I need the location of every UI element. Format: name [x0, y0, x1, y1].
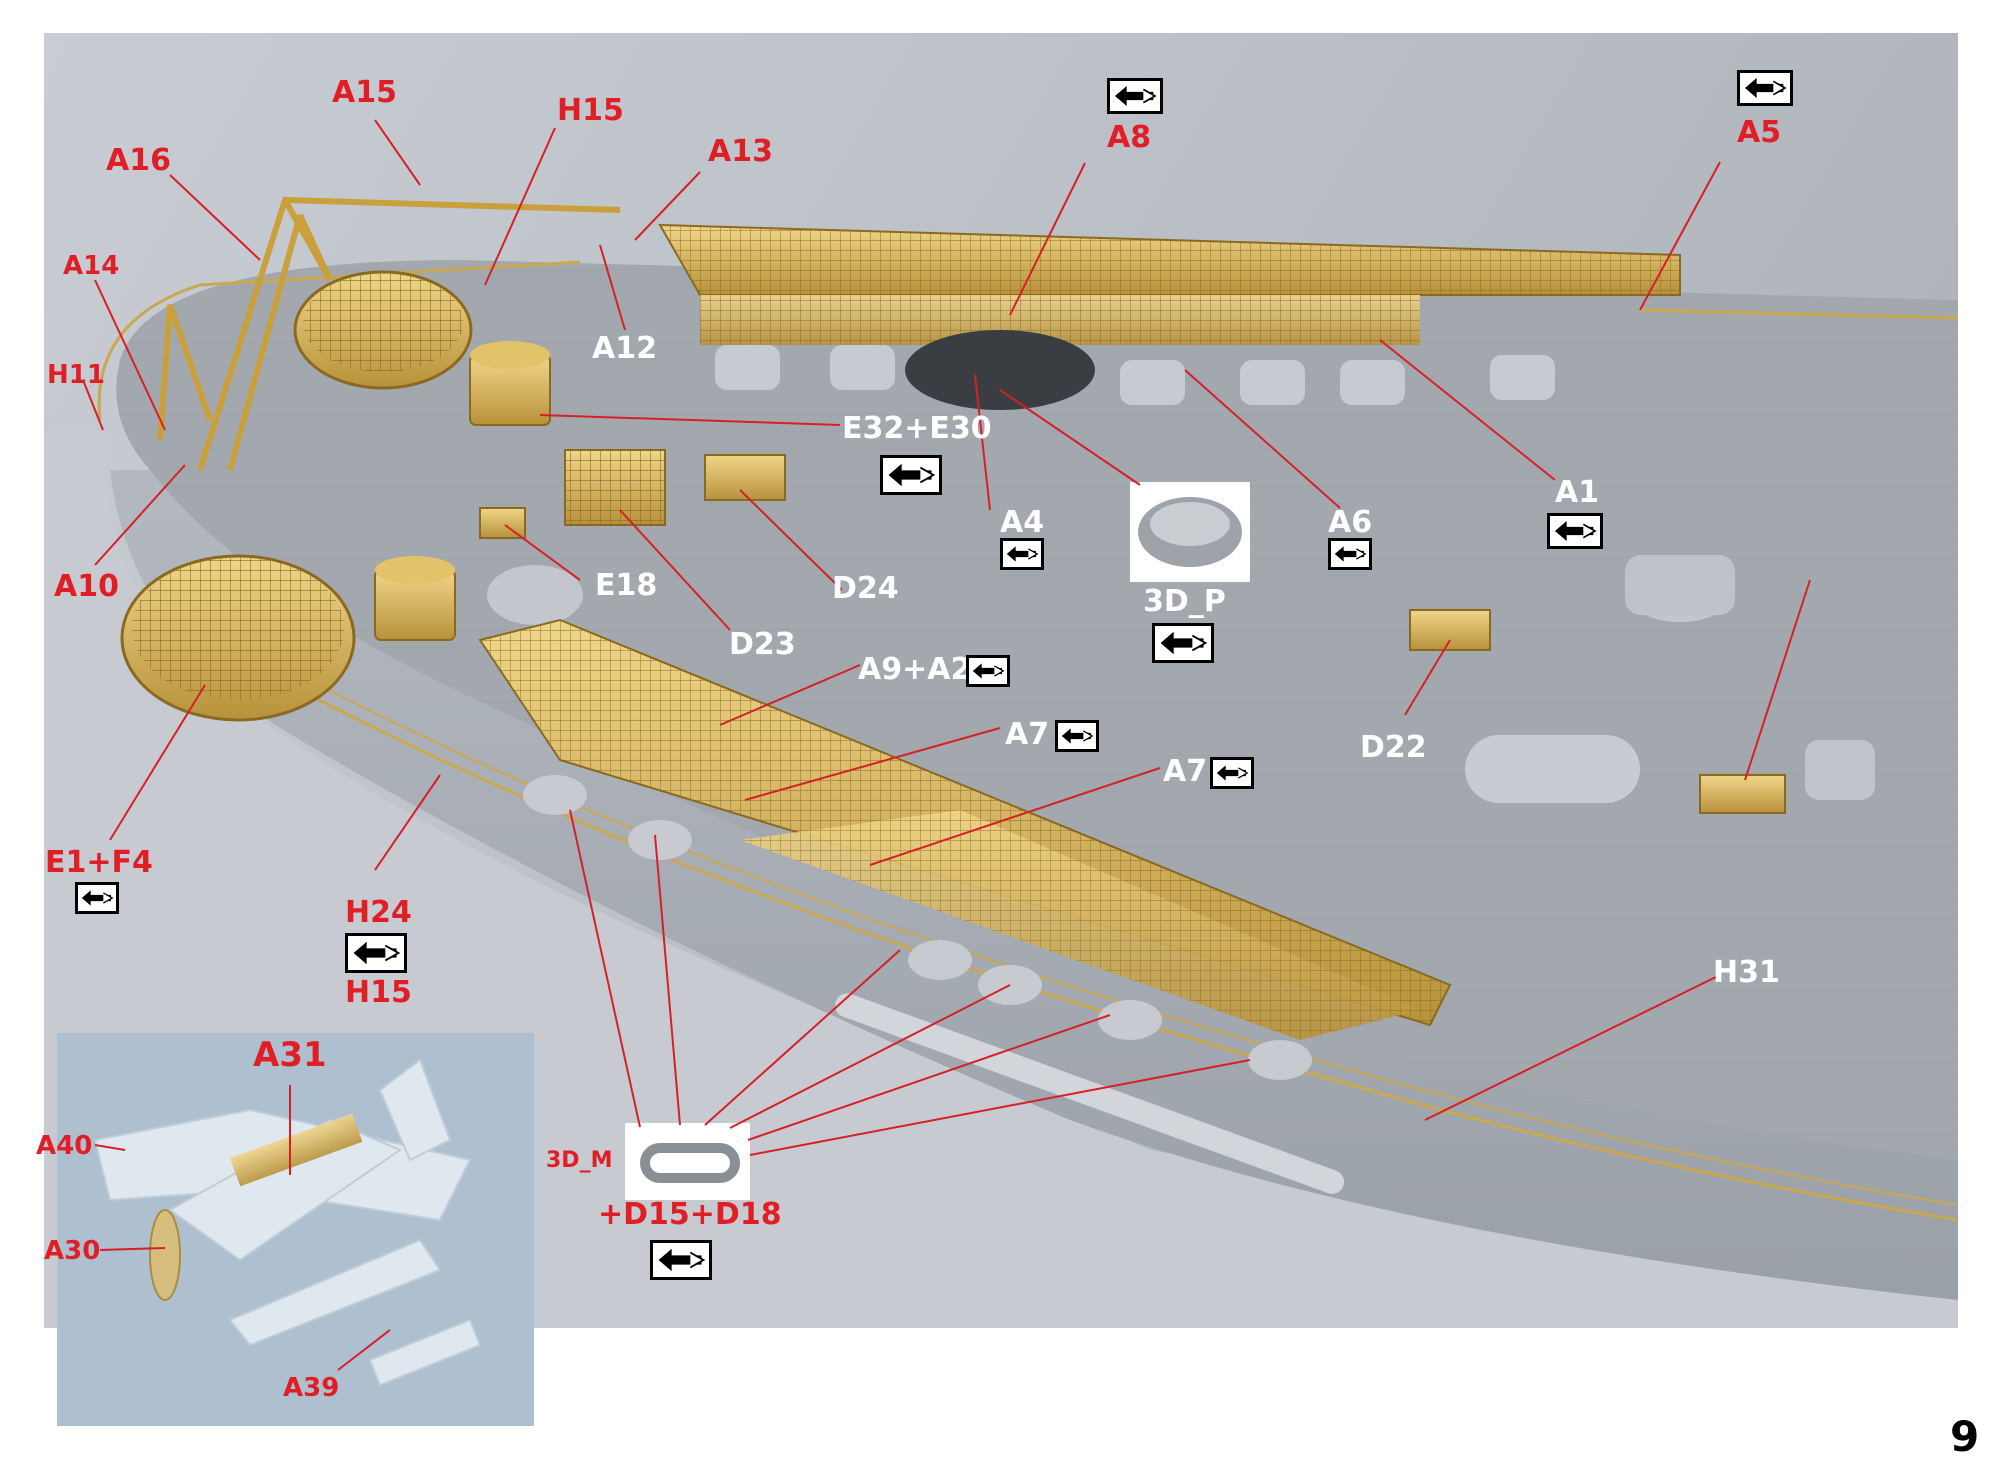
label-h31: H31 [1713, 955, 1780, 990]
label-a6: A6 [1328, 505, 1373, 540]
label-a8: A8 [1107, 120, 1152, 155]
label-a40: A40 [36, 1131, 93, 1161]
catapult-lower [478, 618, 1452, 1080]
label-h15-top: H15 [557, 93, 624, 128]
double-arrow-icon [1210, 757, 1254, 789]
label-e18: E18 [595, 568, 658, 603]
leader-lines [82, 119, 1811, 1371]
label-a12: A12 [592, 331, 657, 366]
double-arrow-icon [1107, 78, 1163, 114]
label-a15: A15 [332, 75, 397, 110]
inset-aircraft [57, 1033, 534, 1426]
label-e1-f4: E1+F4 [45, 845, 153, 880]
label-a16: A16 [106, 143, 171, 178]
double-arrow-icon [75, 882, 119, 914]
label-a1: A1 [1555, 475, 1600, 510]
label-h24: H24 [345, 895, 412, 930]
label-a10: A10 [54, 569, 119, 604]
label-3d-m: 3D_M [546, 1148, 613, 1173]
label-d23: D23 [729, 627, 796, 662]
double-arrow-icon [1328, 538, 1372, 570]
hull-side [110, 470, 1958, 1300]
label-a39: A39 [283, 1373, 340, 1403]
label-a31: A31 [253, 1035, 327, 1075]
label-d15-d18: +D15+D18 [598, 1197, 782, 1232]
double-arrow-icon [880, 455, 942, 495]
catapult-upper [658, 223, 1681, 410]
double-arrow-icon [345, 933, 407, 973]
railing-bow [97, 260, 1959, 421]
double-arrow-icon [1000, 538, 1044, 570]
double-arrow-icon [1055, 720, 1099, 752]
label-h15-bottom: H15 [345, 975, 412, 1010]
label-a7-b: A7 [1163, 754, 1208, 789]
label-a13: A13 [708, 134, 773, 169]
label-a9-a2: A9+A2 [858, 652, 972, 687]
double-arrow-icon [650, 1240, 712, 1280]
double-arrow-icon [1152, 623, 1214, 663]
label-d22: D22 [1360, 730, 1427, 765]
label-a14: A14 [63, 251, 120, 281]
label-a7-a: A7 [1005, 717, 1050, 752]
double-arrow-icon [1737, 70, 1793, 106]
label-e32-e30: E32+E30 [842, 411, 992, 446]
double-arrow-icon [1547, 513, 1603, 549]
page-number: 9 [1950, 1412, 1980, 1461]
label-d24: D24 [832, 571, 899, 606]
label-3d-p: 3D_P [1143, 584, 1226, 619]
double-arrow-icon [966, 655, 1010, 687]
crane [157, 196, 621, 471]
label-a4: A4 [1000, 505, 1045, 540]
label-a5: A5 [1737, 115, 1782, 150]
label-h11: H11 [47, 360, 105, 390]
label-a30: A30 [44, 1236, 101, 1266]
